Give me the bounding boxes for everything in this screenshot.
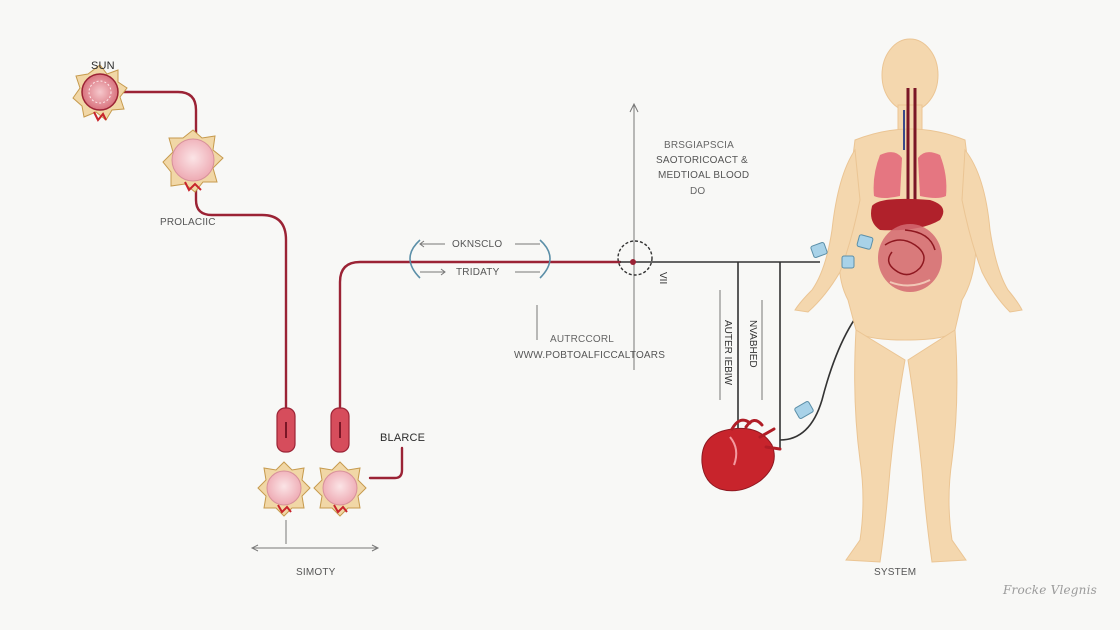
label-vii: VII — [657, 272, 668, 285]
label-do: DO — [690, 186, 706, 197]
label-meditoal-blood: MEDTIOAL BLOOD — [658, 170, 750, 181]
capsule-icon-left — [276, 407, 296, 453]
bottom-cell-icon-left — [257, 461, 311, 517]
label-system: SYSTEM — [874, 567, 917, 578]
label-simoty: SIMOTY — [296, 567, 336, 578]
capsule-icon-right — [330, 407, 350, 453]
bracket-arcs — [409, 239, 551, 279]
junction-circle — [617, 240, 653, 276]
label-autrocorl: AUTRCCORL — [550, 334, 615, 345]
connector-icon — [794, 234, 874, 419]
signature: Frocke Vlegnis — [1003, 583, 1098, 597]
vertical-axis-arrow — [629, 102, 639, 113]
vessel-gland-down — [194, 176, 288, 412]
axis-lines — [250, 102, 763, 552]
gland-cell-icon — [162, 129, 224, 193]
label-tridaty: TRIDATY — [456, 267, 500, 278]
label-www: WWW.POBTOALFICCALTOARS — [514, 350, 666, 361]
vessel-paths — [116, 90, 622, 480]
heart-icon — [701, 418, 782, 492]
oknsclo-arrow-head — [419, 240, 425, 248]
label-sun: SUN — [91, 60, 115, 72]
junction — [617, 240, 653, 276]
intestine-icon — [878, 224, 942, 292]
label-oknsclo: OKNSCLO — [452, 239, 503, 250]
lungs-icon — [873, 88, 947, 200]
junction-dot — [630, 259, 636, 265]
label-auter-iebiw: AUTER IEBIW — [722, 320, 733, 386]
left-bracket — [409, 239, 421, 279]
simoty-axis-left-arrow — [250, 544, 259, 552]
vessel-sun-to-gland — [116, 90, 198, 142]
label-blarce: BLARCE — [380, 432, 426, 444]
label-bregs: BRSGIAPSCIA — [664, 140, 734, 151]
sun-cell-icon — [72, 64, 128, 122]
label-prolactic: PROLACIIC — [160, 217, 216, 228]
label-saotoricoact: SAOTORICOACT & — [656, 155, 748, 166]
liver-icon — [871, 198, 944, 231]
bottom-cell-icon-right — [313, 461, 367, 517]
label-nvabhed: NVABHED — [747, 320, 758, 368]
vessel-right-up — [338, 260, 622, 412]
simoty-axis-right-arrow — [371, 544, 380, 552]
right-bracket — [539, 239, 551, 279]
vessel-blarce — [368, 446, 404, 480]
tridaty-arrow-head — [440, 268, 446, 276]
